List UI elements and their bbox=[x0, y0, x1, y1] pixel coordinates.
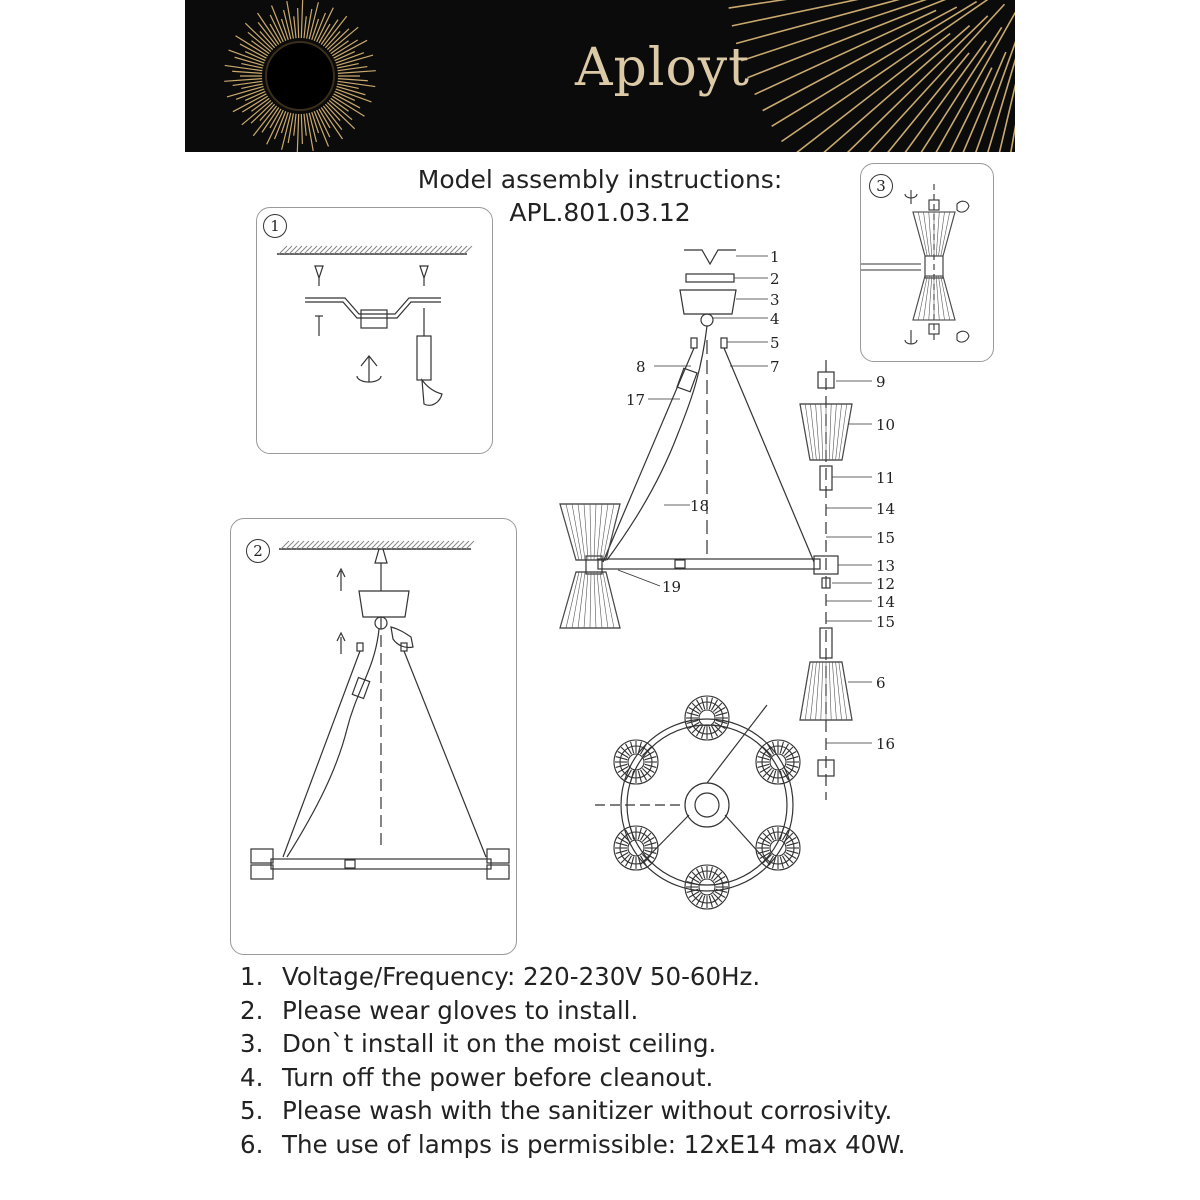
shade-mounting-diagram bbox=[861, 184, 970, 345]
callout-5: 5 bbox=[770, 334, 780, 352]
callout-labels: 1 2 3 4 5 7 8 17 18 19 9 10 11 14 15 13 … bbox=[626, 248, 895, 753]
model-number: APL.801.03.12 bbox=[509, 198, 691, 227]
callout-16: 16 bbox=[876, 735, 895, 753]
note-item: 1.Voltage/Frequency: 220-230V 50-60Hz. bbox=[240, 962, 761, 991]
document-title: Model assembly instructions: bbox=[417, 165, 783, 194]
brand-header: Aployt bbox=[185, 0, 1015, 152]
callout-12: 12 bbox=[876, 575, 895, 593]
callout-2: 2 bbox=[770, 270, 780, 288]
step-2-panel: 2 bbox=[230, 518, 517, 955]
callout-4: 4 bbox=[770, 310, 780, 328]
step-number: 3 bbox=[869, 174, 893, 198]
callout-6: 6 bbox=[876, 674, 886, 692]
step-1-panel: 1 bbox=[256, 207, 493, 454]
step-number: 1 bbox=[263, 214, 287, 238]
note-item: 3.Don`t install it on the moist ceiling. bbox=[240, 1029, 717, 1058]
step-3-panel: 3 bbox=[860, 163, 994, 362]
callout-19: 19 bbox=[662, 578, 681, 596]
ceiling-bracket-diagram bbox=[277, 245, 473, 406]
step-number: 2 bbox=[246, 539, 270, 563]
hanging-assembly-diagram bbox=[250, 540, 510, 880]
note-item: 2.Please wear gloves to install. bbox=[240, 995, 639, 1025]
callout-18: 18 bbox=[690, 497, 709, 515]
callout-8: 8 bbox=[636, 358, 646, 376]
note-item: 4.Turn off the power before cleanout. bbox=[240, 1062, 714, 1092]
callout-11: 11 bbox=[876, 469, 895, 487]
sunburst-logo-icon bbox=[224, 0, 1015, 152]
callout-15: 15 bbox=[876, 529, 895, 547]
callout-14: 14 bbox=[876, 500, 895, 518]
note-item: 6.The use of lamps is permissible: 12xE1… bbox=[240, 1129, 906, 1159]
callout-9: 9 bbox=[876, 373, 886, 391]
callout-17: 17 bbox=[626, 391, 645, 409]
callout-10: 10 bbox=[876, 416, 895, 434]
callout-13: 13 bbox=[876, 557, 895, 575]
callout-14b: 14 bbox=[876, 593, 895, 611]
callout-7: 7 bbox=[770, 358, 780, 376]
safety-notes-list: 1.Voltage/Frequency: 220-230V 50-60Hz. 2… bbox=[240, 960, 1140, 1161]
callout-1: 1 bbox=[770, 248, 780, 266]
callout-15b: 15 bbox=[876, 613, 895, 631]
note-item: 5.Please wash with the sanitizer without… bbox=[240, 1096, 893, 1125]
brand-name: Aployt bbox=[575, 38, 751, 98]
callout-3: 3 bbox=[770, 291, 780, 309]
